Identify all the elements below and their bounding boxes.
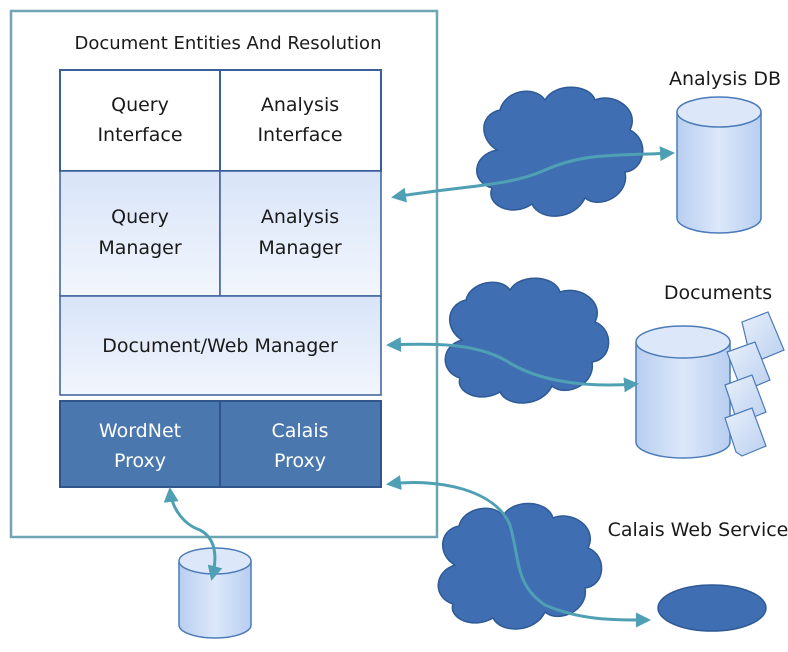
analysis-db-label: Analysis DB: [669, 68, 781, 90]
document-web-manager-label: Document/Web Manager: [102, 335, 338, 357]
analysis-interface-label-1: Analysis: [261, 94, 339, 116]
analysis-interface-block: [219, 69, 382, 172]
network-cloud-icon: [476, 86, 644, 217]
analysis-interface-label-2: Interface: [257, 124, 342, 146]
analysis-manager-block: [219, 170, 382, 297]
analysis-manager-label-1: Analysis: [261, 206, 339, 228]
documents-connector-arrow: [386, 337, 639, 393]
query-manager-label-2: Manager: [98, 237, 181, 259]
wordnet-proxy-label-1: WordNet: [99, 420, 181, 442]
calais-web-service-label: Calais Web Service: [608, 519, 788, 541]
query-manager-block: [59, 170, 221, 297]
calais-proxy-block: [219, 400, 382, 488]
query-interface-label-2: Interface: [97, 124, 182, 146]
calais-proxy-label-1: Calais: [271, 420, 328, 442]
query-interface-label-1: Query: [111, 94, 169, 116]
document-pages-icon: [724, 311, 785, 457]
wordnet-proxy-label-2: Proxy: [114, 450, 166, 472]
documents-label: Documents: [664, 282, 772, 304]
calais-proxy-label-2: Proxy: [274, 450, 326, 472]
calais-web-service-icon: [657, 584, 767, 632]
analysis-db-connector-arrow: [391, 146, 675, 203]
calais-service-connector-arrow: [386, 475, 651, 628]
document-web-manager-block: [59, 295, 382, 396]
analysis-manager-label-2: Manager: [258, 237, 341, 259]
wordnet-proxy-block: [59, 400, 221, 488]
wordnet-db-connector-arrow: [163, 487, 223, 581]
query-interface-block: [59, 69, 221, 172]
documents-cylinder-icon: [635, 325, 731, 459]
container-title: Document Entities And Resolution: [75, 33, 382, 54]
query-manager-label-1: Query: [111, 206, 169, 228]
analysis-db-cylinder-icon: [676, 96, 762, 234]
